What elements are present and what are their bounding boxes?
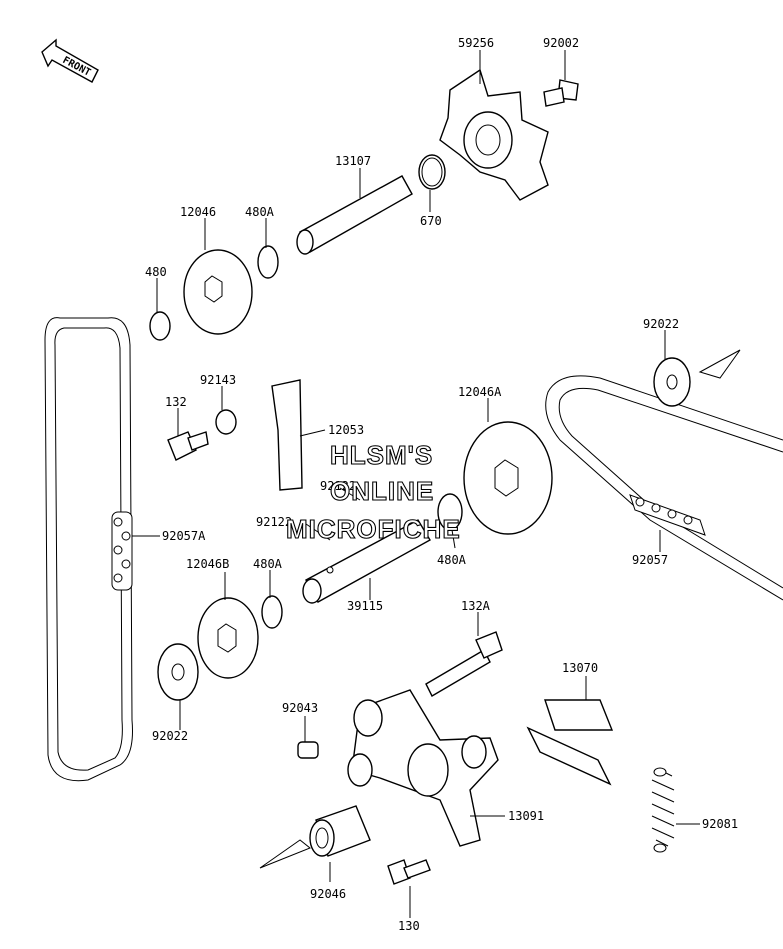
label-92057: 92057 [632, 553, 668, 567]
label-39115: 39115 [347, 599, 383, 613]
sprocket-12046 [183, 249, 253, 335]
front-arrow-icon: FRONT [41, 38, 99, 83]
bolt-130 [387, 859, 431, 885]
label-92122-b: 92122 [256, 515, 292, 529]
label-480A-top: 480A [245, 205, 275, 219]
shaft-39115 [302, 519, 431, 604]
chain-loop-left [44, 317, 133, 782]
label-12046: 12046 [180, 205, 216, 219]
sprocket-12046B [197, 597, 259, 679]
impeller-59256 [439, 68, 549, 201]
label-13107: 13107 [335, 154, 371, 168]
watermark: HLSM'S ONLINE MICROFICHE [285, 439, 461, 544]
part-labels: 59256 92002 13107 670 12046 480A 480 920… [145, 36, 738, 933]
watermark-line-2: ONLINE [330, 476, 434, 506]
tensioner-13070 [526, 699, 614, 786]
chain-links-92057A [111, 511, 133, 591]
guide-12053 [271, 379, 303, 491]
washer-92143 [215, 409, 237, 435]
label-480: 480 [145, 265, 167, 279]
circlip-480 [149, 311, 171, 341]
label-92081: 92081 [702, 817, 738, 831]
label-92046: 92046 [310, 887, 346, 901]
shaft-13107 [296, 175, 413, 255]
label-92043: 92043 [282, 701, 318, 715]
label-670: 670 [420, 214, 442, 228]
label-92022-left: 92022 [152, 729, 188, 743]
label-13070: 13070 [562, 661, 598, 675]
bolt-132 [167, 431, 209, 461]
label-12046B: 12046B [186, 557, 229, 571]
bolt-92002 [543, 79, 579, 107]
label-480A-mid: 480A [253, 557, 283, 571]
label-92002: 92002 [543, 36, 579, 50]
circlip-480A-bottom [437, 493, 463, 531]
label-92022-right: 92022 [643, 317, 679, 331]
label-480A-bottom: 480A [437, 553, 467, 567]
bearing-92046 [309, 805, 371, 857]
bracket-13091 [347, 689, 499, 847]
pin-92043 [297, 741, 319, 759]
label-12053: 12053 [328, 423, 364, 437]
circlip-480A-top [257, 245, 279, 279]
leader-lines [132, 50, 700, 918]
watermark-line-3: MICROFICHE [286, 514, 461, 544]
label-92057A: 92057A [162, 529, 206, 543]
bolt-132A [425, 631, 503, 697]
chain-loop-right [545, 375, 783, 601]
label-12046A: 12046A [458, 385, 502, 399]
label-92143: 92143 [200, 373, 236, 387]
label-13091: 13091 [508, 809, 544, 823]
chain-links-92057 [629, 494, 706, 536]
label-92122-a: 92122 [320, 479, 356, 493]
label-132: 132 [165, 395, 187, 409]
watermark-line-1: HLSM'S [330, 440, 433, 470]
label-59256: 59256 [458, 36, 494, 50]
circlip-480A-mid [261, 595, 283, 629]
label-130: 130 [398, 919, 420, 933]
label-132A: 132A [461, 599, 491, 613]
sprocket-12046A [463, 421, 553, 535]
spring-92081 [651, 767, 675, 853]
